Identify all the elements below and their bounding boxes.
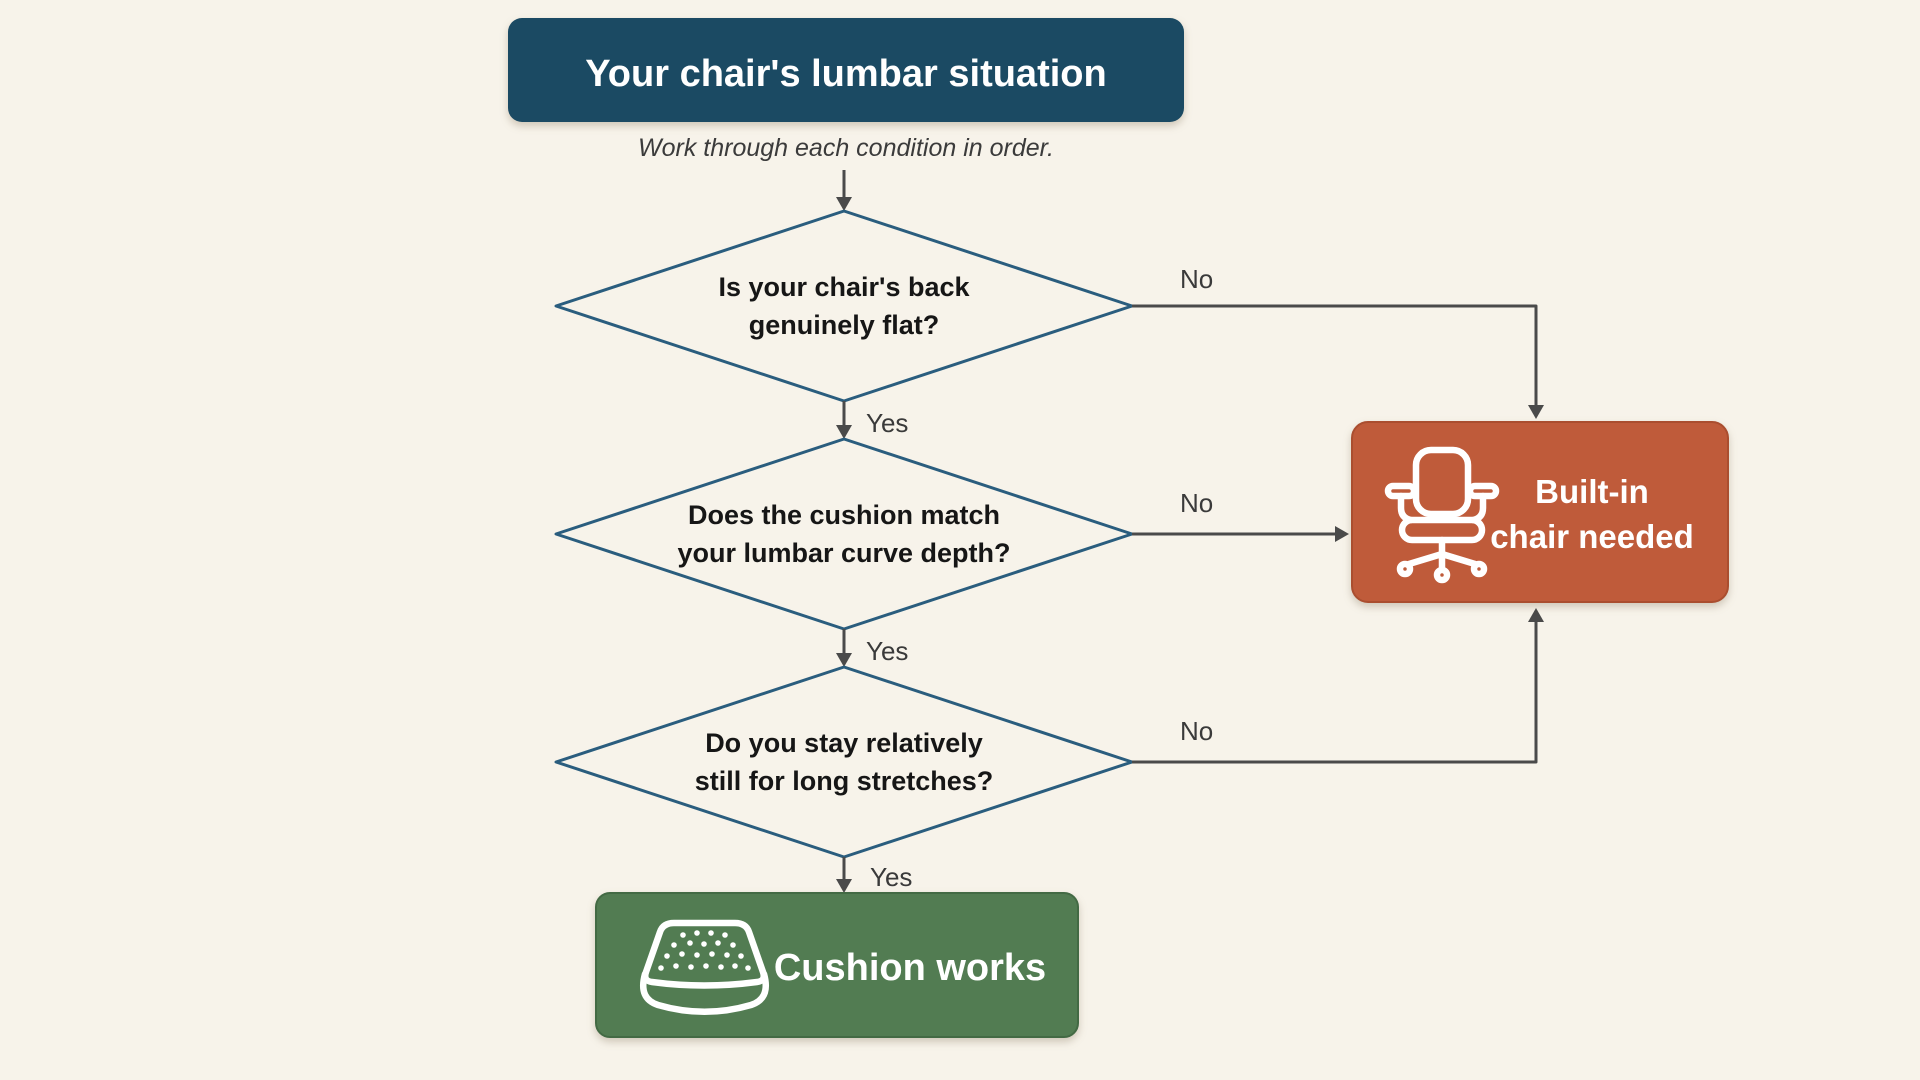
outcome-cushion-works-box — [595, 892, 1079, 1038]
decision-3-no-label: No — [1180, 716, 1213, 746]
decision-1-yes-label: Yes — [866, 408, 908, 438]
decision-1-question-line2: genuinely flat? — [749, 310, 940, 340]
decision-1-diamond — [554, 209, 1134, 403]
arrowhead-down-icon — [836, 653, 852, 667]
decision-2-question-line2: your lumbar curve depth? — [677, 538, 1010, 568]
decision-3-stay-still: Do you stay relatively still for long st… — [554, 665, 1134, 859]
connector-decision1-no: No — [1132, 264, 1544, 419]
decision-1-no-label: No — [1180, 264, 1213, 294]
outcome-positive-label: Cushion works — [774, 947, 1046, 989]
outcome-built-in-chair: Built-in chair needed — [1351, 421, 1729, 603]
arrowhead-down-icon — [836, 425, 852, 439]
outcome-cushion-works: Cushion works — [595, 892, 1079, 1038]
connector-decision2-yes: Yes — [836, 629, 908, 667]
arrowhead-down-icon — [1528, 405, 1544, 419]
connector-decision2-no: No — [1132, 488, 1349, 542]
connector-decision3-yes: Yes — [836, 857, 912, 893]
outcome-negative-line2: chair needed — [1490, 518, 1694, 555]
page-title: Your chair's lumbar situation — [585, 53, 1106, 95]
office-chair-icon — [1384, 446, 1500, 584]
decision-3-question-line1: Do you stay relatively — [705, 728, 983, 758]
decision-1-flat-back: Is your chair's back genuinely flat? — [554, 209, 1134, 403]
decision-2-diamond — [554, 437, 1134, 631]
connector-start-to-decision1 — [836, 170, 852, 211]
title-banner: Your chair's lumbar situation — [508, 18, 1184, 122]
decision-3-question-line2: still for long stretches? — [695, 766, 994, 796]
outcome-negative-line1: Built-in — [1535, 473, 1649, 510]
decision-3-diamond — [554, 665, 1134, 859]
decision-1-question-line1: Is your chair's back — [718, 272, 970, 302]
title-banner-box — [508, 18, 1184, 122]
arrowhead-up-icon — [1528, 608, 1544, 622]
decision-2-no-label: No — [1180, 488, 1213, 518]
seat-cushion-icon — [639, 919, 770, 1015]
subtitle-text: Work through each condition in order. — [638, 134, 1054, 162]
decision-2-cushion-match: Does the cushion match your lumbar curve… — [554, 437, 1134, 631]
arrowhead-down-icon — [836, 879, 852, 893]
connector-decision3-no: No — [1132, 608, 1544, 764]
decision-2-question-line1: Does the cushion match — [688, 500, 1000, 530]
arrowhead-right-icon — [1335, 526, 1349, 542]
connector-decision1-yes: Yes — [836, 401, 908, 439]
decision-2-yes-label: Yes — [866, 636, 908, 666]
arrowhead-down-icon — [836, 197, 852, 211]
decision-3-yes-label: Yes — [870, 862, 912, 892]
